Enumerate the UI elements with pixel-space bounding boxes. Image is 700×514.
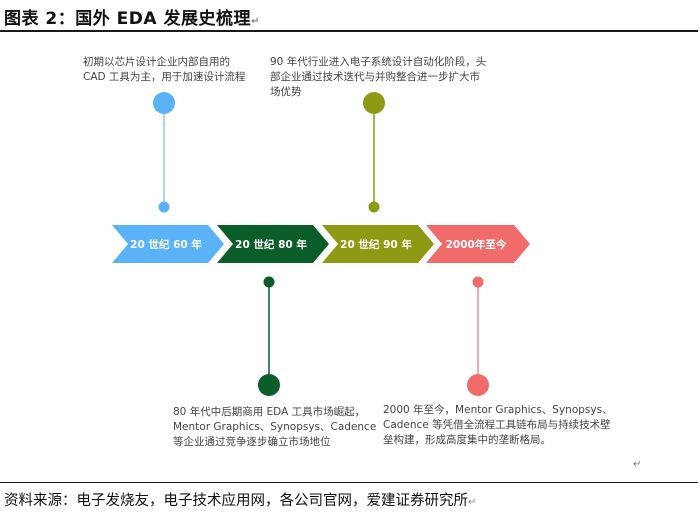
bottom-divider bbox=[0, 482, 698, 483]
era-3-small-dot bbox=[368, 201, 380, 213]
era-3-arrow bbox=[322, 225, 434, 263]
era-2-arrow bbox=[217, 225, 329, 263]
era-1-top-dot bbox=[153, 92, 175, 114]
title-divider bbox=[0, 30, 698, 32]
era-4-arrow bbox=[426, 225, 530, 263]
era-4-note: 2000 年至今，Mentor Graphics、Synopsys、Cadenc… bbox=[383, 404, 613, 446]
era-1-label: 20 世纪 60 年 bbox=[130, 238, 202, 251]
era-2-note: 80 年代中后期商用 EDA 工具市场崛起，Mentor Graphics、Sy… bbox=[173, 406, 377, 448]
figure-title: 图表 2：国外 EDA 发展史梳理↵ bbox=[4, 9, 260, 29]
era-4-small-dot bbox=[472, 276, 484, 288]
source-note: 资料来源：电子发烧友，电子技术应用网，各公司官网，爱建证券研究所↵ bbox=[4, 493, 477, 509]
paragraph-mark: ↵ bbox=[633, 459, 642, 470]
era-1-arrow bbox=[112, 225, 224, 263]
era-2-bottom-dot bbox=[258, 374, 280, 396]
era-4-bottom-dot bbox=[467, 374, 489, 396]
era-1-small-dot bbox=[158, 201, 170, 213]
era-4-label: 2000年至今 bbox=[446, 238, 507, 251]
era-3-label: 20 世纪 90 年 bbox=[340, 238, 412, 251]
era-2-small-dot bbox=[263, 276, 275, 288]
era-1-note: 初期以芯片设计企业内部自用的 CAD 工具为主，用于加速设计流程 bbox=[83, 56, 246, 83]
era-3-note: 90 年代行业进入电子系统设计自动化阶段，头部企业通过技术迭代与并购整合进一步扩… bbox=[270, 56, 487, 98]
era-2-label: 20 世纪 80 年 bbox=[235, 238, 307, 251]
era-3-top-dot bbox=[363, 92, 385, 114]
